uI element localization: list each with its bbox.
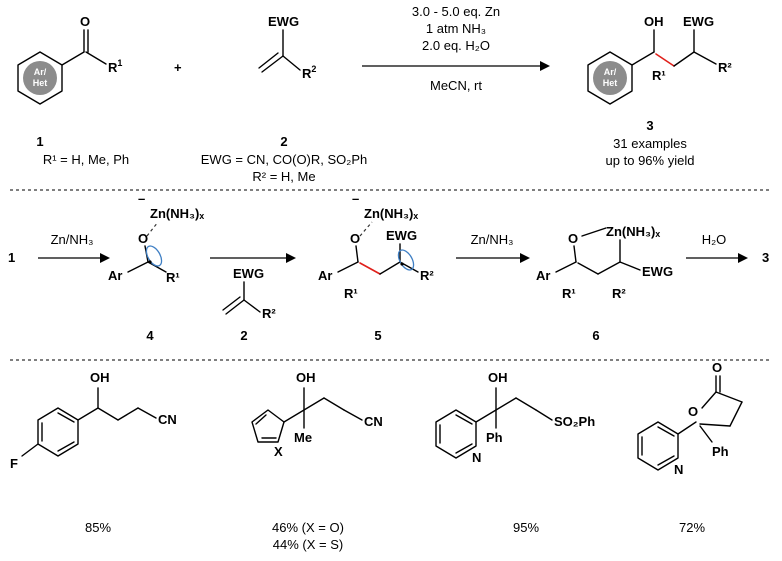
- product-r1: R¹: [652, 68, 666, 83]
- r2-5: R²: [420, 268, 434, 283]
- ex3-oh: OH: [488, 370, 508, 385]
- step3-arrow: Zn/NH₃: [456, 232, 530, 263]
- ring-label-top: Ar/: [34, 67, 47, 77]
- compound-5-number: 5: [374, 328, 381, 343]
- ex4-carbonyl-o: O: [712, 360, 722, 375]
- max-yield: up to 96% yield: [606, 153, 695, 168]
- ex3-so2ph: SO₂Ph: [554, 414, 595, 429]
- ar-5: Ar: [318, 268, 332, 283]
- example-4: N O O Ph 72%: [637, 360, 743, 535]
- compound-2-number-mech: 2: [240, 328, 247, 343]
- example-2: X OH Me CN 46% (X = O) 44% (X = S): [251, 370, 383, 552]
- mechanism-end: 3: [762, 250, 769, 265]
- o-4: O: [138, 231, 148, 246]
- zn-5: Zn(NH₃)ₓ: [364, 206, 418, 221]
- charge-5: –: [352, 191, 359, 206]
- condition-solvent: MeCN, rt: [430, 78, 482, 93]
- step4-arrow: H₂O: [686, 232, 748, 263]
- step3-reagent: Zn/NH₃: [471, 232, 514, 247]
- r2-label: R2: [302, 64, 316, 81]
- ewg-label: EWG: [268, 14, 299, 29]
- ex3-n: N: [472, 450, 481, 465]
- r2-reagent: R²: [262, 306, 276, 321]
- ex2-cn: CN: [364, 414, 383, 429]
- ex4-yield: 72%: [679, 520, 705, 535]
- product-oh: OH: [644, 14, 664, 29]
- compound-1-number: 1: [36, 134, 43, 149]
- ewg-5: EWG: [386, 228, 417, 243]
- compound-2-number: 2: [280, 134, 287, 149]
- r2-6: R²: [612, 286, 626, 301]
- step2-arrow: [210, 253, 296, 263]
- ex2-yield-s: 44% (X = S): [273, 537, 343, 552]
- zn-4: Zn(NH₃)ₓ: [150, 206, 204, 221]
- ex2-oh: OH: [296, 370, 316, 385]
- product-ring-label-top: Ar/: [604, 67, 617, 77]
- ewg-reagent: EWG: [233, 266, 264, 281]
- condition-zn: 3.0 - 5.0 eq. Zn: [412, 4, 500, 19]
- ar-het-ring-fill: [23, 61, 57, 95]
- reactant-1: Ar/ Het O R1 1 R¹ = H, Me, Ph: [17, 14, 129, 167]
- product-ewg: EWG: [683, 14, 714, 29]
- ewg-definition: EWG = CN, CO(O)R, SO₂Ph: [201, 152, 367, 167]
- ex4-ring-o: O: [688, 404, 698, 419]
- ex2-me: Me: [294, 430, 312, 445]
- compound-3-number: 3: [646, 118, 653, 133]
- ex2-x: X: [274, 444, 283, 459]
- example-1: F OH CN 85%: [10, 370, 177, 535]
- ring-label-bottom: Het: [33, 78, 48, 88]
- reaction-arrow-top: 3.0 - 5.0 eq. Zn 1 atm NH₃ 2.0 eq. H₂O M…: [362, 4, 550, 93]
- r1-label: R1: [108, 58, 122, 75]
- ex3-ph: Ph: [486, 430, 503, 445]
- r1-4: R¹: [166, 270, 180, 285]
- reagent-2: EWG R² 2: [222, 266, 276, 343]
- step1-arrow: Zn/NH₃: [38, 232, 110, 263]
- ex1-oh: OH: [90, 370, 110, 385]
- intermediate-5: – Zn(NH₃)ₓ O Ar R¹ EWG R² 5: [318, 191, 434, 343]
- zn-6: Zn(NH₃)ₓ: [606, 224, 660, 239]
- o-6: O: [568, 231, 578, 246]
- condition-h2o: 2.0 eq. H₂O: [422, 38, 490, 53]
- ar-4: Ar: [108, 268, 122, 283]
- r1-definition: R¹ = H, Me, Ph: [43, 152, 129, 167]
- r2-definition: R² = H, Me: [252, 169, 315, 184]
- ex4-n: N: [674, 462, 683, 477]
- mechanism-start: 1: [8, 250, 15, 265]
- step1-reagent: Zn/NH₃: [51, 232, 94, 247]
- example-3: N OH Ph SO₂Ph 95%: [435, 370, 595, 535]
- ex4-ph: Ph: [712, 444, 729, 459]
- ewg-6: EWG: [642, 264, 673, 279]
- charge-4: –: [138, 191, 145, 206]
- carbonyl-o: O: [80, 14, 90, 29]
- compound-6-number: 6: [592, 328, 599, 343]
- r1-6: R¹: [562, 286, 576, 301]
- condition-nh3: 1 atm NH₃: [426, 21, 486, 36]
- reactant-2: EWG R2 2 EWG = CN, CO(O)R, SO₂Ph R² = H,…: [201, 14, 367, 184]
- intermediate-6: O Zn(NH₃)ₓ Ar R¹ EWG R² 6: [536, 224, 673, 343]
- ar-6: Ar: [536, 268, 550, 283]
- o-5: O: [350, 231, 360, 246]
- compound-4-number: 4: [146, 328, 154, 343]
- intermediate-4: – Zn(NH₃)ₓ O Ar R¹ 4: [108, 191, 204, 343]
- product-ring-label-bottom: Het: [603, 78, 618, 88]
- plus-sign: +: [174, 60, 182, 75]
- r1-5: R¹: [344, 286, 358, 301]
- step4-reagent: H₂O: [702, 232, 727, 247]
- ex1-yield: 85%: [85, 520, 111, 535]
- ex2-yield-o: 46% (X = O): [272, 520, 344, 535]
- ex1-f: F: [10, 456, 18, 471]
- product-r2: R²: [718, 60, 732, 75]
- example-count: 31 examples: [613, 136, 687, 151]
- ex1-cn: CN: [158, 412, 177, 427]
- ex3-yield: 95%: [513, 520, 539, 535]
- product-3: Ar/ Het OH R¹ EWG R² 3 31 examples up to…: [587, 14, 732, 168]
